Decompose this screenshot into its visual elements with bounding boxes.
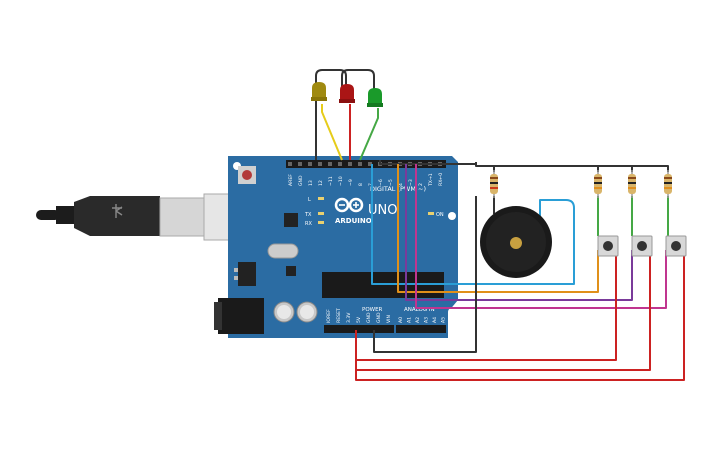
tx-led-label: TX <box>304 212 312 218</box>
pin-label: ~11 <box>328 176 334 186</box>
wire-magenta <box>415 164 667 309</box>
power-pin-labels: IOREF RESET 3.3V 5V GND GND VIN <box>326 308 392 323</box>
rx-led-label: RX <box>305 221 312 227</box>
pin-label: VIN <box>386 315 392 323</box>
voltage-regulator <box>238 262 256 286</box>
pin-label: A1 <box>407 317 413 323</box>
model-label: UNO <box>368 203 397 218</box>
wire-blue-buzzer <box>371 164 575 285</box>
pin-label: RX←0 <box>438 173 444 186</box>
analog-header <box>396 325 446 333</box>
pin-label: A0 <box>398 317 404 323</box>
pin-label: 13 <box>308 180 314 186</box>
pin-label: GND <box>298 175 304 186</box>
arduino-logo-icon <box>334 197 364 213</box>
wire-black-gnd-bottom <box>373 196 477 353</box>
pin-label: 5V <box>356 316 362 323</box>
resistor <box>594 170 602 198</box>
wire-black-bus <box>379 160 477 165</box>
pin-label: ~3 <box>408 179 414 186</box>
usb-icon <box>112 204 123 218</box>
l-led-label: L <box>308 197 311 203</box>
pin-label: ~9 <box>348 179 354 186</box>
resistor <box>628 170 636 198</box>
mount-hole <box>448 308 456 316</box>
pin-label: AREF <box>288 174 294 186</box>
wire-black-bus <box>475 164 669 172</box>
pin-label: A4 <box>432 317 438 323</box>
mount-hole <box>448 212 456 220</box>
brand-label: ARDUINO <box>335 217 372 225</box>
red-led <box>339 84 355 103</box>
pin-label: 12 <box>318 180 324 186</box>
resistor <box>490 170 498 198</box>
wires <box>315 69 685 381</box>
pin-label: GND <box>376 312 382 323</box>
wire-red-5v-btn2 <box>356 252 651 371</box>
pin-label: 4 <box>398 183 404 186</box>
power-label: POWER <box>362 307 383 313</box>
pin-label: RESET <box>336 308 342 323</box>
push-button-1[interactable] <box>597 235 619 257</box>
wire-green <box>359 108 379 161</box>
pin-label: TX→1 <box>428 173 434 187</box>
pin-label: A5 <box>441 317 447 323</box>
digital-header <box>286 160 446 168</box>
pin-label: 8 <box>358 183 364 186</box>
pin-label: ~6 <box>378 179 384 186</box>
power-jack <box>218 298 264 334</box>
wire-yellow <box>321 104 343 161</box>
pin-label: ~10 <box>338 176 344 186</box>
pin-label: A2 <box>415 317 421 323</box>
pin-label: GND <box>366 312 372 323</box>
wire-purple <box>405 164 633 301</box>
usb-chip <box>284 213 298 227</box>
pin-label: ~5 <box>388 179 394 186</box>
wire-red-5v-btn3 <box>355 252 685 381</box>
piezo-buzzer <box>480 206 552 278</box>
green-led <box>367 88 383 107</box>
pin-label: 2 <box>418 183 424 186</box>
push-button-2[interactable] <box>631 235 653 257</box>
on-led-label: ON <box>436 212 444 218</box>
wire-black-led-link <box>315 69 347 92</box>
crystal <box>267 243 299 259</box>
wire-orange <box>397 164 599 293</box>
wire-black-led-link <box>341 69 375 92</box>
pin-label: IOREF <box>326 309 332 323</box>
reset-button-cap <box>242 170 252 180</box>
wire-red-5v-btn1 <box>356 252 617 361</box>
push-button-3[interactable] <box>665 235 687 257</box>
power-header <box>324 325 394 333</box>
yellow-led <box>311 82 327 101</box>
pin-label: 3.3V <box>346 312 352 323</box>
resistor <box>664 170 672 198</box>
analog-label: ANALOG IN <box>404 307 435 313</box>
pin-label: A3 <box>424 317 430 323</box>
